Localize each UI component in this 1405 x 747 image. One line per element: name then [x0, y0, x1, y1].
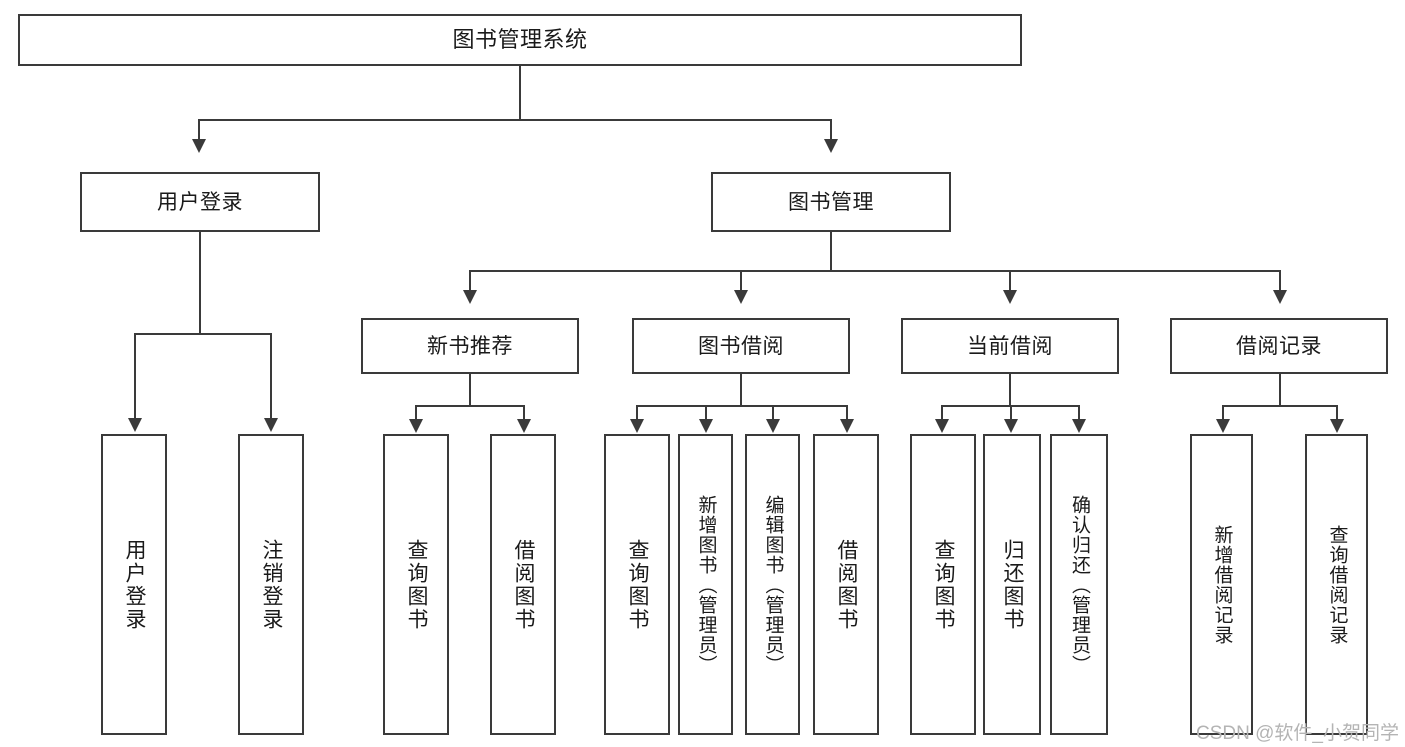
node-leaf-add-record[interactable]: 新增借阅记录: [1190, 434, 1253, 735]
node-book-borrow[interactable]: 图书借阅: [632, 318, 850, 374]
node-label: 新书推荐: [427, 334, 513, 358]
node-leaf-user-logout[interactable]: 注销登录: [238, 434, 304, 735]
arrowhead-leaf-query-book-3: [935, 419, 949, 433]
arrowhead-leaf-add-record: [1216, 419, 1230, 433]
connector-current-borrow-stem: [1009, 374, 1011, 407]
node-label: 新增图书（管理员）: [695, 494, 717, 675]
arrowhead-leaf-return-book: [1004, 419, 1018, 433]
arrowhead-new-book-recommend: [463, 290, 477, 304]
connector-drop-borrow-record: [1279, 270, 1281, 292]
node-leaf-add-book[interactable]: 新增图书（管理员）: [678, 434, 733, 735]
arrowhead-leaf-edit-book: [766, 419, 780, 433]
arrowhead-current-borrow: [1003, 290, 1017, 304]
arrowhead-user-login: [192, 139, 206, 153]
node-label: 图书借阅: [698, 334, 784, 358]
arrowhead-leaf-query-record: [1330, 419, 1344, 433]
node-new-book-recommend[interactable]: 新书推荐: [361, 318, 579, 374]
connector-drop-leaf-query-book-2: [636, 405, 638, 421]
connector-borrow-record-stem: [1279, 374, 1281, 407]
node-label: 查询图书: [405, 538, 429, 631]
connector-new-book-recommend-bus: [415, 405, 525, 407]
node-label: 图书管理系统: [452, 27, 588, 52]
node-leaf-query-record[interactable]: 查询借阅记录: [1305, 434, 1368, 735]
node-leaf-user-login[interactable]: 用户登录: [101, 434, 167, 735]
node-label: 用户登录: [123, 538, 147, 631]
connector-drop-leaf-borrow-book-1: [523, 405, 525, 421]
arrowhead-leaf-add-book: [699, 419, 713, 433]
node-leaf-borrow-book-2[interactable]: 借阅图书: [813, 434, 879, 735]
node-label: 图书管理: [788, 190, 874, 214]
node-label: 归还图书: [1001, 538, 1025, 631]
connector-drop-leaf-add-book: [705, 405, 707, 421]
node-label: 用户登录: [157, 190, 243, 214]
node-label: 新增借阅记录: [1211, 524, 1233, 645]
arrowhead-book-manage: [824, 139, 838, 153]
node-leaf-edit-book[interactable]: 编辑图书（管理员）: [745, 434, 800, 735]
connector-root-stem: [519, 66, 521, 120]
node-leaf-return-book[interactable]: 归还图书: [983, 434, 1041, 735]
connector-book-borrow-bus: [636, 405, 848, 407]
arrowhead-leaf-borrow-book-2: [840, 419, 854, 433]
node-label: 当前借阅: [967, 334, 1053, 358]
connector-drop-leaf-user-logout: [270, 333, 272, 420]
connector-drop-leaf-query-record: [1336, 405, 1338, 421]
connector-drop-leaf-confirm-return: [1078, 405, 1080, 421]
node-borrow-record[interactable]: 借阅记录: [1170, 318, 1388, 374]
connector-user-login-stem: [199, 232, 201, 334]
connector-drop-book-borrow: [740, 270, 742, 292]
node-root-system[interactable]: 图书管理系统: [18, 14, 1022, 66]
arrowhead-leaf-confirm-return: [1072, 419, 1086, 433]
node-label: 查询图书: [626, 538, 650, 631]
node-label: 注销登录: [260, 538, 284, 631]
node-label: 借阅图书: [835, 538, 859, 631]
node-label: 查询借阅记录: [1326, 524, 1348, 645]
arrowhead-leaf-query-book-2: [630, 419, 644, 433]
connector-level2-bus: [198, 119, 832, 121]
node-label: 确认归还（管理员）: [1068, 494, 1090, 675]
node-label: 借阅记录: [1236, 334, 1322, 358]
connector-borrow-record-bus: [1222, 405, 1338, 407]
connector-drop-leaf-return-book: [1010, 405, 1012, 421]
connector-drop-user-login: [198, 119, 200, 141]
arrowhead-leaf-user-logout: [264, 418, 278, 432]
node-label: 借阅图书: [512, 538, 536, 631]
connector-user-login-bus: [134, 333, 272, 335]
connector-drop-leaf-user-login: [134, 333, 136, 420]
arrowhead-leaf-user-login: [128, 418, 142, 432]
node-book-manage[interactable]: 图书管理: [711, 172, 951, 232]
connector-book-manage-stem: [830, 232, 832, 271]
node-leaf-borrow-book-1[interactable]: 借阅图书: [490, 434, 556, 735]
node-label: 查询图书: [932, 538, 956, 631]
connector-drop-leaf-query-book-3: [941, 405, 943, 421]
connector-drop-leaf-borrow-book-2: [846, 405, 848, 421]
node-leaf-query-book-1[interactable]: 查询图书: [383, 434, 449, 735]
connector-drop-leaf-add-record: [1222, 405, 1224, 421]
connector-drop-leaf-edit-book: [772, 405, 774, 421]
connector-book-borrow-stem: [740, 374, 742, 407]
node-label: 编辑图书（管理员）: [762, 494, 784, 675]
connector-drop-new-book-recommend: [469, 270, 471, 292]
connector-new-book-recommend-stem: [469, 374, 471, 407]
connector-drop-current-borrow: [1009, 270, 1011, 292]
connector-drop-leaf-query-book-1: [415, 405, 417, 421]
arrowhead-borrow-record: [1273, 290, 1287, 304]
node-leaf-query-book-2[interactable]: 查询图书: [604, 434, 670, 735]
arrowhead-leaf-borrow-book-1: [517, 419, 531, 433]
arrowhead-book-borrow: [734, 290, 748, 304]
connector-level3-bus: [469, 270, 1281, 272]
connector-drop-book-manage: [830, 119, 832, 141]
arrowhead-leaf-query-book-1: [409, 419, 423, 433]
node-current-borrow[interactable]: 当前借阅: [901, 318, 1119, 374]
node-user-login[interactable]: 用户登录: [80, 172, 320, 232]
node-leaf-confirm-return[interactable]: 确认归还（管理员）: [1050, 434, 1108, 735]
node-leaf-query-book-3[interactable]: 查询图书: [910, 434, 976, 735]
